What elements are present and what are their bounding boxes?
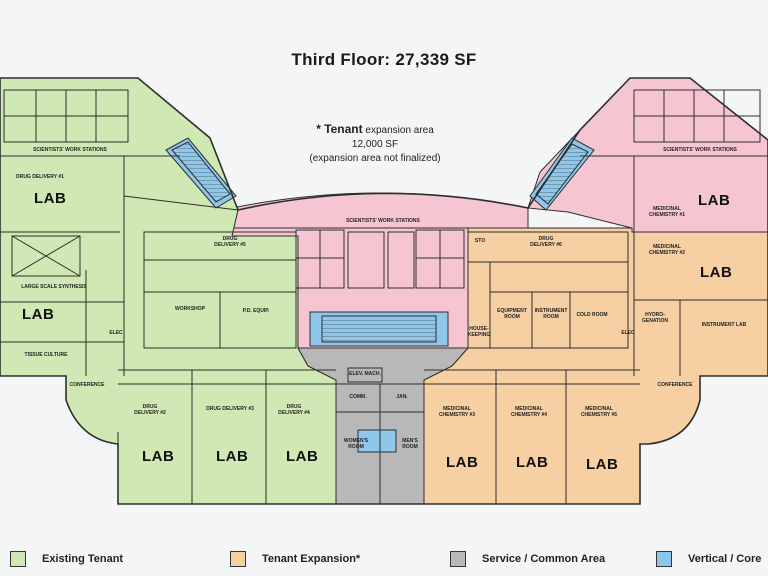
room-label: STO — [474, 238, 486, 244]
legend: Existing Tenant Tenant Expansion* Servic… — [0, 540, 768, 576]
room-label: Tissue Culture — [24, 352, 68, 358]
legend-swatch — [656, 551, 672, 567]
core-shaft-c — [357, 429, 397, 453]
room-label: Medicinal Chemistry #3 — [438, 406, 476, 418]
lab-label: LAB — [286, 448, 319, 465]
legend-label: Tenant Expansion* — [262, 553, 361, 565]
room-label: Medicinal Chemistry #2 — [648, 244, 686, 256]
room-label: Elev. Mach. — [349, 371, 381, 377]
room-label: Elec — [109, 330, 123, 336]
legend-swatch — [10, 551, 26, 567]
room-label: Equipment Room — [497, 308, 527, 320]
legend-item-service: Service / Common Area — [450, 551, 605, 567]
building-outline — [0, 77, 768, 505]
room-label: Workshop — [175, 306, 205, 312]
room-label: Drug Delivery #6 — [530, 236, 562, 248]
room-label: House-keeping — [467, 326, 491, 338]
lab-label: LAB — [142, 448, 175, 465]
note-star: * Tenant — [316, 122, 363, 136]
room-label: Large Scale Synthesis — [21, 284, 87, 290]
lab-label: LAB — [22, 306, 55, 323]
room-label: Drug Delivery #1 — [16, 174, 64, 180]
room-label: Men's Room — [402, 438, 418, 450]
lab-label: LAB — [698, 192, 731, 209]
legend-item-expansion: Tenant Expansion* — [230, 551, 360, 567]
room-label: Conference — [69, 382, 105, 388]
room-label: Instrument Room — [534, 308, 568, 320]
room-label: Medicinal Chemistry #1 — [648, 206, 686, 218]
room-label: Comm. — [349, 394, 367, 400]
room-label: Elec — [621, 330, 635, 336]
legend-label: Vertical / Core — [688, 553, 762, 565]
lab-label: LAB — [516, 454, 549, 471]
room-label: Hydro-genation — [641, 312, 669, 324]
expansion-note: * Tenant expansion area 12,000 SF (expan… — [270, 122, 480, 166]
note-sub: (expansion area not finalized) — [309, 153, 441, 164]
room-label: Drug Delivery #5 — [214, 236, 246, 248]
room-label: Drug Delivery #2 — [134, 404, 166, 416]
legend-label: Existing Tenant — [42, 553, 124, 565]
room-label: Conference — [657, 382, 693, 388]
room-label: Drug Delivery #3 — [206, 406, 254, 412]
floor-plan — [0, 77, 768, 505]
legend-label: Service / Common Area — [482, 553, 606, 565]
room-label: P.D. Equip. — [242, 308, 270, 314]
lab-label: LAB — [446, 454, 479, 471]
room-label: Scientists' Work Stations — [663, 147, 737, 153]
legend-swatch — [230, 551, 246, 567]
room-label: Scientists' Work Stations — [33, 147, 107, 153]
room-label: Medicinal Chemistry #4 — [510, 406, 548, 418]
lab-label: LAB — [586, 456, 619, 473]
room-label: Medicinal Chemistry #5 — [580, 406, 618, 418]
legend-item-existing: Existing Tenant — [10, 551, 123, 567]
legend-item-vertical: Vertical / Core — [656, 551, 761, 567]
note-area: 12,000 SF — [351, 139, 399, 150]
page-title: Third Floor: 27,339 SF — [291, 50, 477, 69]
lab-label: LAB — [700, 264, 733, 281]
lab-label: LAB — [216, 448, 249, 465]
note-rest: expansion area — [365, 125, 434, 136]
lab-label: LAB — [34, 190, 67, 207]
legend-swatch — [450, 551, 466, 567]
room-label: Drug Delivery #4 — [278, 404, 310, 416]
room-label: Women's Room — [343, 438, 369, 450]
room-label: Jan. — [396, 394, 408, 400]
room-label: Scientists' Work Stations — [346, 218, 420, 224]
room-label: Instrument Lab — [701, 322, 747, 328]
room-label: Cold Room — [576, 312, 608, 318]
